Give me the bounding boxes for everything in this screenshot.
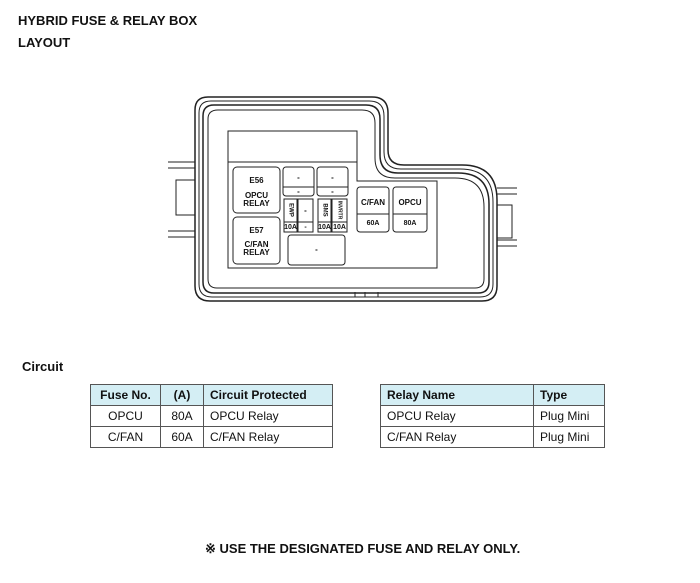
cell: Plug Mini: [533, 426, 605, 448]
relay-e57-name: C/FAN RELAY: [243, 240, 270, 257]
fuse-mini1-top: -: [297, 173, 300, 182]
cell: C/FAN Relay: [380, 426, 534, 448]
fuse-ewp-amp: 10A: [284, 224, 297, 231]
fuse-blank: -: [304, 206, 307, 215]
fuse-box-diagram: [168, 96, 517, 302]
relay-e57-code: E57: [249, 226, 264, 235]
fuse-ewp: EWP: [287, 203, 294, 217]
fuse-opcu: OPCU: [398, 198, 422, 207]
fuse-bms: BMS: [321, 203, 328, 217]
title-line2: LAYOUT: [18, 35, 71, 50]
cell: OPCU Relay: [203, 405, 333, 427]
cell: OPCU Relay: [380, 405, 534, 427]
fuse-header-no: Fuse No.: [90, 384, 161, 406]
title-line1: HYBRID FUSE & RELAY BOX: [18, 13, 198, 28]
fuse-invrtr-amp: 10A: [333, 224, 346, 231]
fuse-invrtr: INVRTR: [336, 200, 343, 220]
fuse-blank-amp: -: [304, 224, 307, 231]
cell: 80A: [160, 405, 204, 427]
cell: C/FAN: [90, 426, 161, 448]
relay-e56-code: E56: [249, 176, 264, 185]
circuit-heading: Circuit: [22, 359, 64, 374]
cell: 60A: [160, 426, 204, 448]
fuse-bottom: -: [315, 245, 318, 254]
fuse-bms-amp: 10A: [318, 224, 331, 231]
box-outline: [168, 96, 517, 302]
cell: C/FAN Relay: [203, 426, 333, 448]
relay-header-type: Type: [533, 384, 605, 406]
fuse-cfan: C/FAN: [361, 198, 385, 207]
fuse-mini1-bottom: -: [297, 187, 300, 196]
fuse-opcu-amp: 80A: [403, 220, 417, 227]
fuse-header-amp: (A): [160, 384, 204, 406]
fuse-mini2-top: -: [331, 173, 334, 182]
fuse-mini2-bottom: -: [331, 187, 334, 196]
relay-e56-name: OPCU RELAY: [243, 191, 270, 208]
cell: OPCU: [90, 405, 161, 427]
footer-note: ※ USE THE DESIGNATED FUSE AND RELAY ONLY…: [205, 541, 521, 556]
relay-header-name: Relay Name: [380, 384, 534, 406]
fuse-header-circuit: Circuit Protected: [203, 384, 333, 406]
fuse-cfan-amp: 60A: [366, 220, 380, 227]
cell: Plug Mini: [533, 405, 605, 427]
